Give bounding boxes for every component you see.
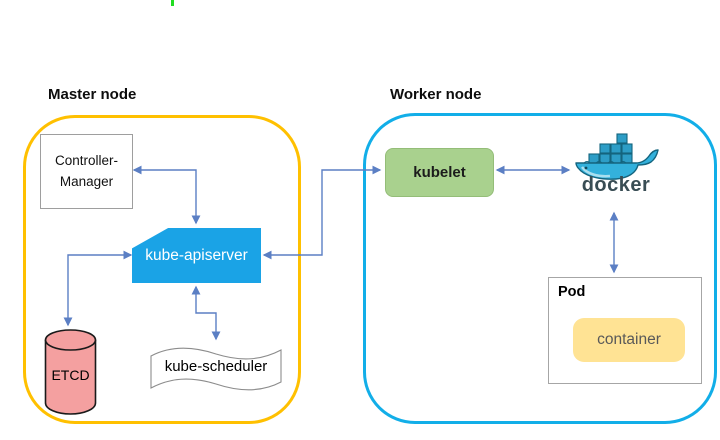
connector-apiserver-scheduler [191,285,221,341]
worker-node-title: Worker node [390,86,482,103]
etcd-cylinder-icon [44,329,97,415]
etcd-cylinder: ETCD [44,329,97,416]
pod-label: Pod [558,284,586,300]
kube-apiserver-box: kube-apiserver [132,228,261,283]
controller-manager-box: Controller- Manager [40,134,133,209]
kube-apiserver-label: kube-apiserver [145,246,248,264]
kube-scheduler-label: kube-scheduler [164,358,268,375]
controller-manager-label-line1: Controller- [54,152,119,168]
kube-scheduler-shape: kube-scheduler [150,344,282,393]
wave-shape-icon [150,347,282,391]
container-label: container [597,331,661,348]
stray-green-mark [171,0,174,6]
container-box: container [573,318,685,362]
docker-logo [570,133,662,180]
kubelet-label: kubelet [413,164,466,181]
connector-apiserver-controller-manager [132,165,201,225]
connector-apiserver-kubelet [262,165,382,260]
worker-node-container [363,113,717,424]
docker-wordmark: docker [581,174,651,196]
etcd-label: ETCD [51,367,90,383]
docker-whale-icon [575,133,659,180]
master-node-title: Master node [48,86,137,103]
master-node-container [23,115,301,424]
kubelet-box: kubelet [385,148,494,197]
connector-apiserver-etcd [63,250,133,327]
controller-manager-label-line2: Manager [59,173,114,189]
